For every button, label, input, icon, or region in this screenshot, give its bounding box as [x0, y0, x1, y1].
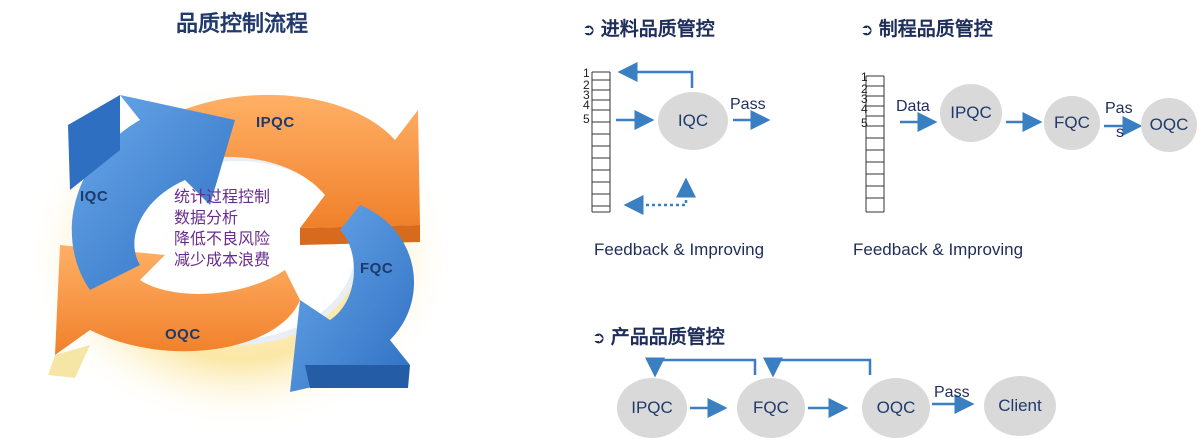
process-ruler-label-4: 4	[861, 102, 868, 116]
cycle-label-fqc: FQC	[360, 260, 394, 277]
process-ruler-label-2: 2	[861, 82, 868, 96]
iqc-arc-side	[68, 95, 120, 190]
process-fqc-node: FQC	[1044, 96, 1100, 150]
product-section-title: ➲ 产品品质管控	[592, 327, 725, 348]
product-client-node: Client	[984, 376, 1056, 436]
process-caption: Feedback & Improving	[853, 240, 1024, 259]
cycle-text-risk: 降低不良风险	[174, 231, 271, 248]
process-ruler-label-5: 5	[861, 116, 868, 130]
incoming-ruler	[591, 71, 611, 213]
incoming-iqc-node: IQC	[658, 92, 728, 150]
incoming-ruler-label-1: 1	[583, 66, 590, 80]
incoming-ruler-label-3: 3	[583, 88, 590, 102]
process-ruler-label-3: 3	[861, 92, 868, 106]
oqc-to-fqc-feedback-arrow	[763, 357, 872, 378]
product-oqc-node: OQC	[862, 378, 930, 438]
process-oqc-node: OQC	[1141, 98, 1197, 152]
product-fqc-node: FQC	[737, 378, 805, 438]
bullet-arrow-icon: ➲	[860, 22, 874, 39]
bullet-arrow-icon: ➲	[592, 330, 606, 347]
process-pass-label-line1: Pas	[1105, 100, 1133, 117]
process-pass-label-line2: s	[1116, 124, 1124, 141]
bullet-arrow-icon: ➲	[582, 22, 596, 39]
process-data-label: Data	[896, 98, 930, 115]
fqc-arc	[290, 205, 414, 392]
page-title: 品质控制流程	[176, 11, 309, 36]
incoming-ruler-label-2: 2	[583, 78, 590, 92]
incoming-section-title: ➲ 进料品质管控	[582, 19, 715, 40]
incoming-pass-label: Pass	[730, 96, 766, 113]
fqc-arc-side	[305, 365, 410, 388]
cycle-label-ipqc: IPQC	[256, 114, 295, 131]
incoming-ruler-label-5: 5	[583, 112, 590, 126]
process-ipqc-node: IPQC	[940, 84, 1002, 142]
cycle-text-analysis: 数据分析	[174, 210, 239, 227]
process-ruler-label-1: 1	[861, 70, 868, 84]
iqc-dotted-feedback-arrow	[623, 182, 688, 215]
iqc-feedback-arrow	[617, 62, 694, 88]
product-pass-label: Pass	[934, 384, 970, 401]
oqc-arc-side	[48, 345, 90, 378]
cycle-label-iqc: IQC	[80, 188, 109, 205]
incoming-ruler-label-4: 4	[583, 98, 590, 112]
incoming-caption: Feedback & Improving	[594, 240, 765, 259]
product-ipqc-node: IPQC	[617, 378, 687, 438]
cycle-text-cost: 减少成本浪费	[174, 252, 271, 269]
process-ruler	[865, 75, 885, 213]
process-section-title: ➲ 制程品质管控	[860, 19, 993, 40]
quality-cycle-diagram	[25, 80, 455, 430]
cycle-label-oqc: OQC	[165, 326, 201, 343]
cycle-text-spc: 统计过程控制	[174, 189, 271, 206]
fqc-to-ipqc-feedback-arrow	[645, 357, 757, 378]
